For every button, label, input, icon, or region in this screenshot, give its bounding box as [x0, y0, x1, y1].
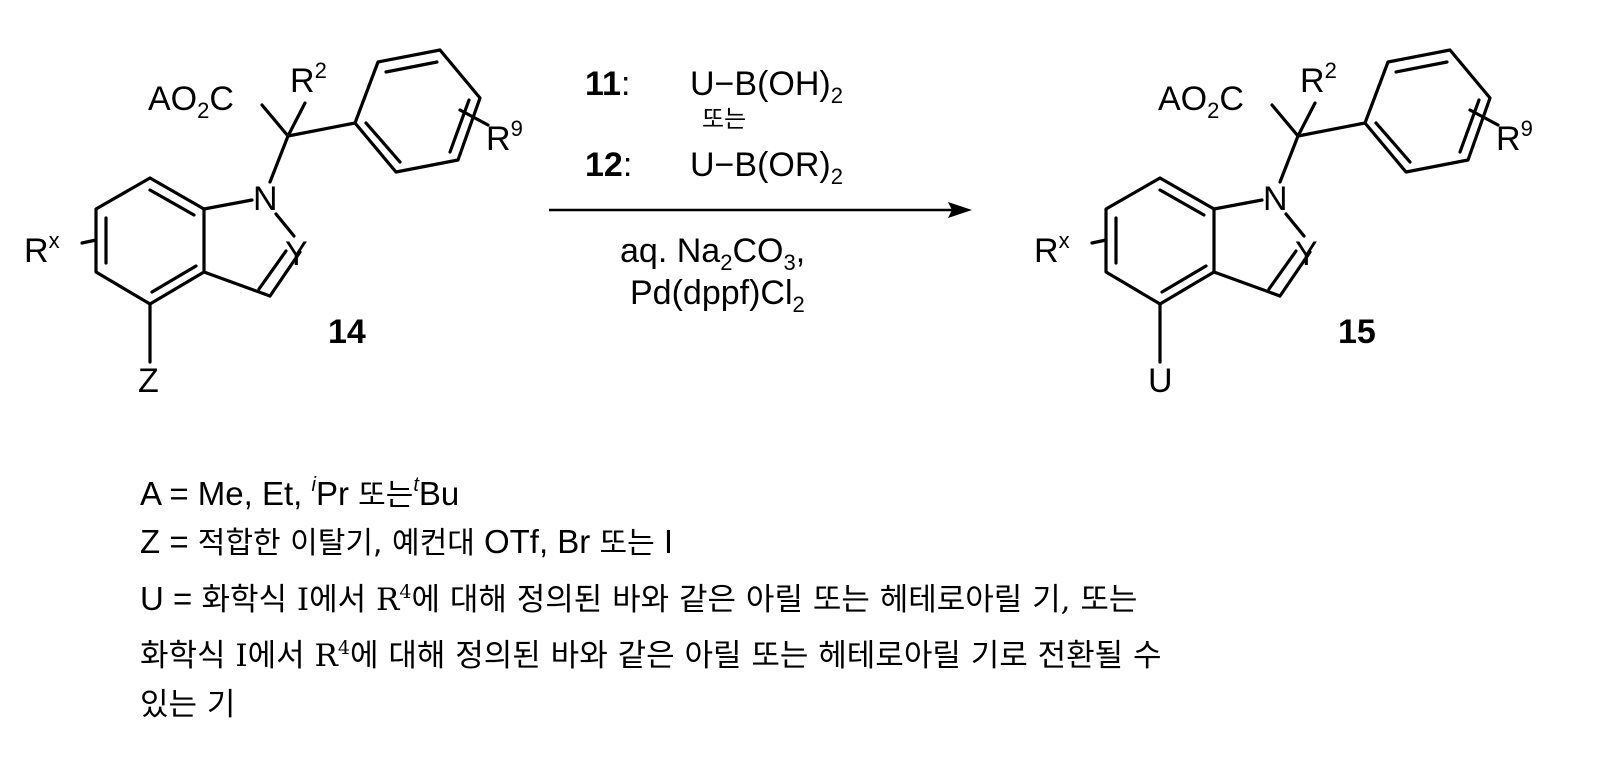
definition-u-r4-sup: 4 [399, 581, 411, 603]
definition-a-bu: Bu [419, 475, 459, 512]
reaction-arrow [549, 202, 972, 218]
definition-z: Z = 적합한 이탈기, 예컨대 OTf, Br 또는 I [140, 519, 1600, 567]
definition-z-groups: OTf, Br [475, 523, 600, 560]
compound-14-ester-label: AO2C [148, 80, 234, 123]
definition-u-lead: U = [140, 580, 201, 617]
compound-15-y-label: Y [1295, 235, 1318, 273]
definition-u-line-3: 있는 기 [140, 681, 1600, 728]
compound-15-n-label: N [1263, 180, 1288, 218]
definition-a-lead: A = Me, Et, [140, 475, 312, 512]
definition-z-lead: Z = [140, 523, 198, 560]
reagent-12-line: 12:U−B(OR)2 [585, 146, 843, 189]
compound-15-rx-label: Rx [1034, 228, 1070, 270]
definition-u2-text-b: 에 대해 정의된 바와 같은 아릴 또는 헤테로아릴 기로 전환될 수 [350, 638, 1162, 674]
reagent-or-text: 또는 [702, 105, 746, 133]
definition-u2-text-a: 화학식 I에서 R [140, 638, 338, 674]
definition-u-line-1: U = 화학식 I에서 R4에 대해 정의된 바와 같은 아릴 또는 헤테로아릴… [140, 569, 1600, 623]
reaction-conditions: 11:U−B(OH)2 또는 12:U−B(OR)2 aq. Na2CO3, P… [549, 65, 972, 317]
compound-15-u-label: U [1148, 362, 1173, 400]
compound-14-r9-label: R9 [486, 116, 523, 158]
compound-14-z-label: Z [138, 362, 159, 400]
compound-15-bonds [1092, 50, 1498, 362]
definition-u-line-2: 화학식 I에서 R4에 대해 정의된 바와 같은 아릴 또는 헤테로아릴 기로 … [140, 625, 1600, 679]
compound-14-structure: AO2C R2 R9 Rx N Y Z 14 [24, 50, 523, 400]
compound-14-y-label: Y [285, 235, 308, 273]
compound-15-ester-label: AO2C [1158, 80, 1244, 123]
compound-15-structure: AO2C R2 R9 Rx N Y U 15 [1034, 50, 1533, 400]
compound-15-r2-label: R2 [1300, 58, 1337, 100]
definition-u-text-b: 에 대해 정의된 바와 같은 아릴 또는 헤테로아릴 기, 또는 [411, 582, 1137, 618]
definition-u3-text: 있는 기 [140, 687, 235, 723]
definition-z-korean: 적합한 이탈기, 예컨대 [198, 526, 475, 561]
definition-a-pr: Pr [316, 475, 358, 512]
reagent-11-line: 11:U−B(OH)2 [585, 65, 843, 108]
compound-15-number: 15 [1338, 313, 1376, 351]
definition-z-or: 또는 [599, 526, 654, 561]
variable-definitions: A = Me, Et, iPr 또는tBu Z = 적합한 이탈기, 예컨대 O… [140, 462, 1600, 728]
compound-15-r9-label: R9 [1496, 116, 1533, 158]
condition-line-1: aq. Na2CO3, [620, 232, 805, 275]
condition-line-2: Pd(dppf)Cl2 [630, 274, 805, 317]
definition-u-text-a: 화학식 I에서 R [201, 582, 399, 618]
definition-a: A = Me, Et, iPr 또는tBu [140, 462, 1600, 519]
compound-14-number: 14 [328, 313, 366, 351]
compound-14-rx-label: Rx [24, 228, 60, 270]
definition-z-iodide: I [655, 523, 673, 560]
compound-14-r2-label: R2 [290, 58, 327, 100]
definition-u2-r4-sup: 4 [338, 637, 350, 659]
compound-14-n-label: N [253, 180, 278, 218]
compound-14-bonds [82, 50, 488, 362]
reaction-scheme: AO2C R2 R9 Rx N Y Z 14 11:U−B(OH)2 또는 12… [0, 0, 1624, 460]
definition-a-or: 또는 [358, 478, 413, 513]
